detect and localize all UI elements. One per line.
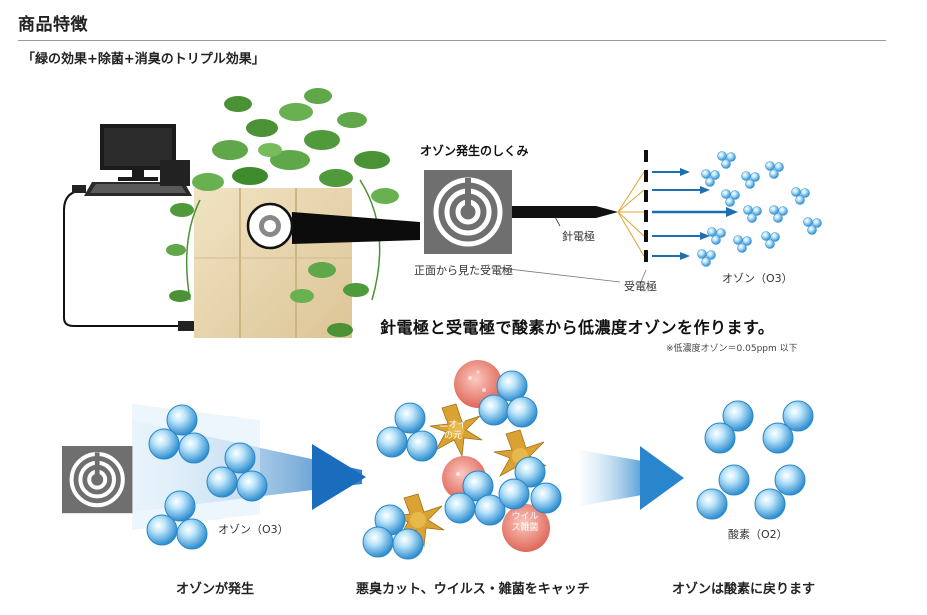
page-title: 商品特徴 <box>18 15 88 35</box>
electrode-front-icon <box>424 170 512 254</box>
step-caption-1: オゾンが発生 <box>176 582 255 597</box>
ozone-molecules-small <box>697 151 822 267</box>
title-divider <box>18 40 886 41</box>
front-label-leader <box>499 267 621 283</box>
electrode-closeup <box>246 202 420 250</box>
needle-electrode-icon <box>512 206 618 227</box>
front-electrode-label: 正面から見た受電極 <box>414 264 513 277</box>
page-subtitle: 「緑の効果+除菌+消臭のトリプル効果」 <box>22 52 265 67</box>
usb-cable <box>63 185 194 331</box>
arrow-step2 <box>640 446 684 510</box>
receiver-electrode-label: 受電極 <box>624 280 657 293</box>
oxygen-label: 酸素（O2） <box>728 528 788 541</box>
electrode-icon-step1 <box>62 446 132 513</box>
virus-label: ウイルス雑菌 <box>511 512 539 533</box>
needle-electrode-label: 針電極 <box>562 230 595 243</box>
mechanism-title: オゾン発生のしくみ <box>420 144 529 158</box>
step-caption-3: オゾンは酸素に戻ります <box>672 582 816 597</box>
ozone-label-top: オゾン（O3） <box>722 272 793 285</box>
arrow-step1 <box>312 444 366 510</box>
discharge-rays <box>617 171 645 257</box>
ozone-flow-arrows <box>652 168 738 260</box>
mechanism-caption: 針電極と受電極で酸素から低濃度オゾンを作ります。 <box>380 318 775 337</box>
ozone-concentration-note: ※低濃度オゾン＝0.05ppm 以下 <box>666 344 798 354</box>
computer-illustration <box>84 124 192 196</box>
plant-leaves <box>166 88 399 337</box>
step-caption-2: 悪臭カット、ウイルス・雑菌をキャッチ <box>356 582 590 597</box>
odor-source-label: ニオイの元 <box>439 420 467 441</box>
beam-step2 <box>580 450 648 506</box>
oxygen-molecules-step3 <box>696 400 814 520</box>
ozone-label-step1: オゾン（O3） <box>218 523 289 536</box>
